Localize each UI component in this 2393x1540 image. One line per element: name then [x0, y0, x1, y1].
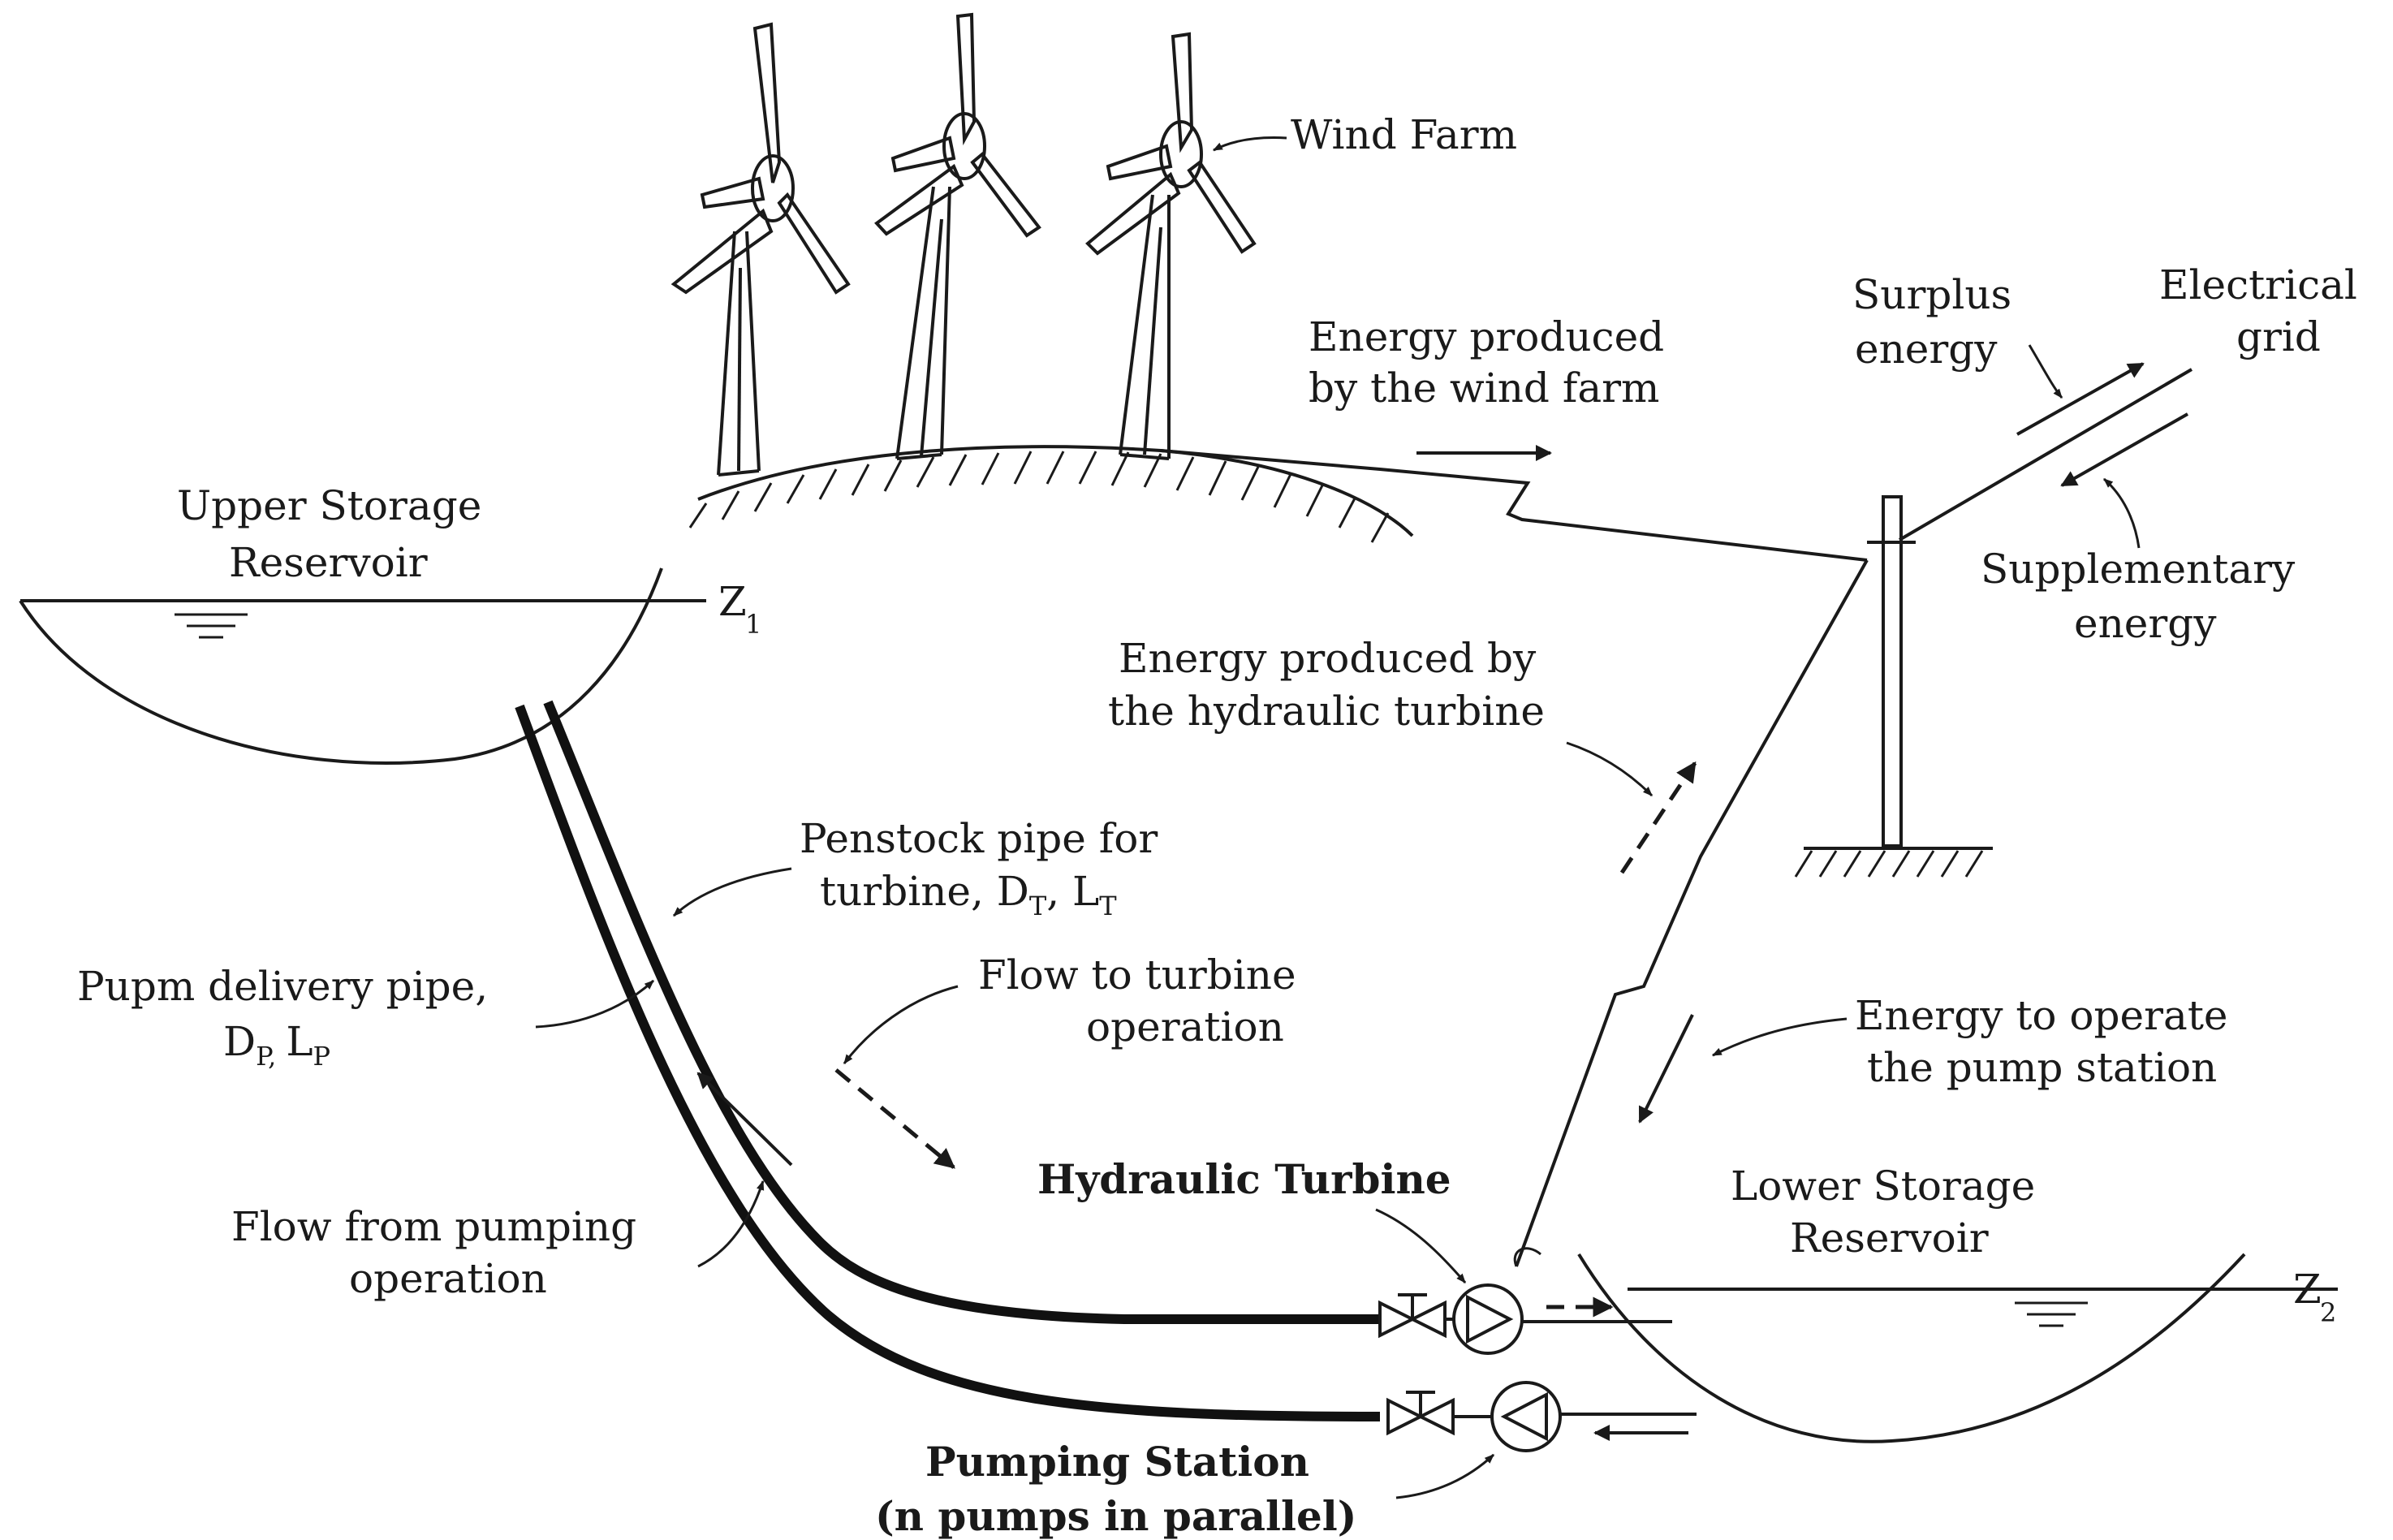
penstock-pipe: [543, 700, 1380, 1324]
z1-subscript: 1: [745, 609, 761, 640]
surplus-label-2: energy: [1855, 326, 1998, 373]
energy-wind-label-2: by the wind farm: [1309, 365, 1659, 412]
flow-pumping-label-2: operation: [349, 1255, 547, 1302]
water-level-icon: [2015, 1301, 2088, 1327]
grid-label-1: Electrical: [2159, 261, 2357, 308]
grid-line: [1898, 368, 2193, 541]
station-connector: [1513, 1247, 1541, 1267]
surplus-energy-arrow: [2016, 362, 2145, 436]
grid-label-2: grid: [2236, 313, 2321, 360]
supplementary-label-2: energy: [2074, 600, 2217, 647]
energy-pump-label-2: the pump station: [1867, 1044, 2217, 1091]
lower-reservoir-label-1: Lower Storage: [1731, 1163, 2035, 1210]
pumping-station-label-1: Pumping Station: [925, 1438, 1309, 1486]
wind-farm-label: Wind Farm: [1291, 111, 1517, 158]
pump-delivery-pipe: [515, 704, 1381, 1421]
energy-turbine-label-1: Energy produced by: [1119, 635, 1537, 682]
energy-pump-leader: [1711, 1017, 1848, 1057]
upper-reservoir-label-1: Upper Storage: [177, 482, 481, 529]
flow-pumping-label-1: Flow from pumping: [231, 1203, 636, 1250]
z2-subscript: 2: [2320, 1297, 2336, 1328]
energy-turbine-leader: [1566, 741, 1654, 797]
z2-label: Z: [2293, 1266, 2322, 1313]
wind-turbine-icon: [670, 22, 851, 477]
flow-turbine-label-1: Flow to turbine: [978, 951, 1296, 999]
wind-farm-leader: [1212, 136, 1287, 152]
turbine-energy-arrow: [1619, 761, 1697, 874]
pump-energy-arrow: [1638, 1014, 1694, 1124]
surplus-leader: [2028, 344, 2063, 399]
hydraulic-turbine-leader: [1375, 1208, 1467, 1283]
wind-farm-hill: [688, 445, 1414, 543]
pump-pipe-label-2: DP,LP: [223, 1018, 330, 1072]
wind-transmission-line: [1160, 449, 1868, 562]
station-transmission-line: [1515, 559, 1869, 1267]
energy-turbine-label-2: the hydraulic turbine: [1108, 688, 1545, 735]
supplementary-leader: [2103, 477, 2141, 549]
penstock-label-1: Penstock pipe for: [800, 815, 1158, 862]
penstock-label-2: turbine, DT, LT: [820, 868, 1117, 921]
pump-pipe-label-1: Pupm delivery pipe,: [77, 963, 488, 1010]
wind-turbine-icon: [874, 12, 1041, 460]
pumping-station-leader: [1395, 1453, 1495, 1499]
upper-reservoir-basin: [19, 567, 663, 765]
pump-valve-icon: [1386, 1391, 1492, 1436]
grid-pole: [1794, 495, 1993, 878]
upper-reservoir-label-2: Reservoir: [229, 539, 428, 586]
flow-turbine-label-2: operation: [1086, 1003, 1284, 1050]
supplementary-label-1: Supplementary: [1981, 546, 2296, 593]
supplementary-energy-arrow: [2060, 412, 2188, 487]
water-level-icon: [175, 613, 248, 639]
flow-pumping-arrow: [696, 1072, 793, 1167]
flow-turbine-arrow: [834, 1068, 955, 1169]
hydraulic-turbine-icon: [1452, 1283, 1524, 1355]
energy-wind-label-1: Energy produced: [1309, 313, 1664, 360]
energy-pump-label-1: Energy to operate: [1855, 992, 2228, 1039]
wind-turbine-icon: [1085, 32, 1257, 460]
pump-pipe-leader: [535, 979, 655, 1029]
hydraulic-turbine-label: Hydraulic Turbine: [1037, 1155, 1451, 1203]
turbine-valve-icon: [1378, 1293, 1455, 1339]
surplus-label-1: Surplus: [1852, 271, 2011, 318]
pumping-station-label-2: (n pumps in parallel): [875, 1492, 1356, 1540]
flow-turbine-leader: [843, 985, 959, 1064]
flow-pumping-leader: [697, 1180, 765, 1268]
z1-label: Z: [718, 578, 747, 625]
lower-reservoir-basin: [1577, 1253, 2246, 1443]
lower-reservoir-label-2: Reservoir: [1790, 1214, 1989, 1262]
penstock-leader: [672, 867, 792, 917]
pump-icon: [1490, 1381, 1562, 1452]
